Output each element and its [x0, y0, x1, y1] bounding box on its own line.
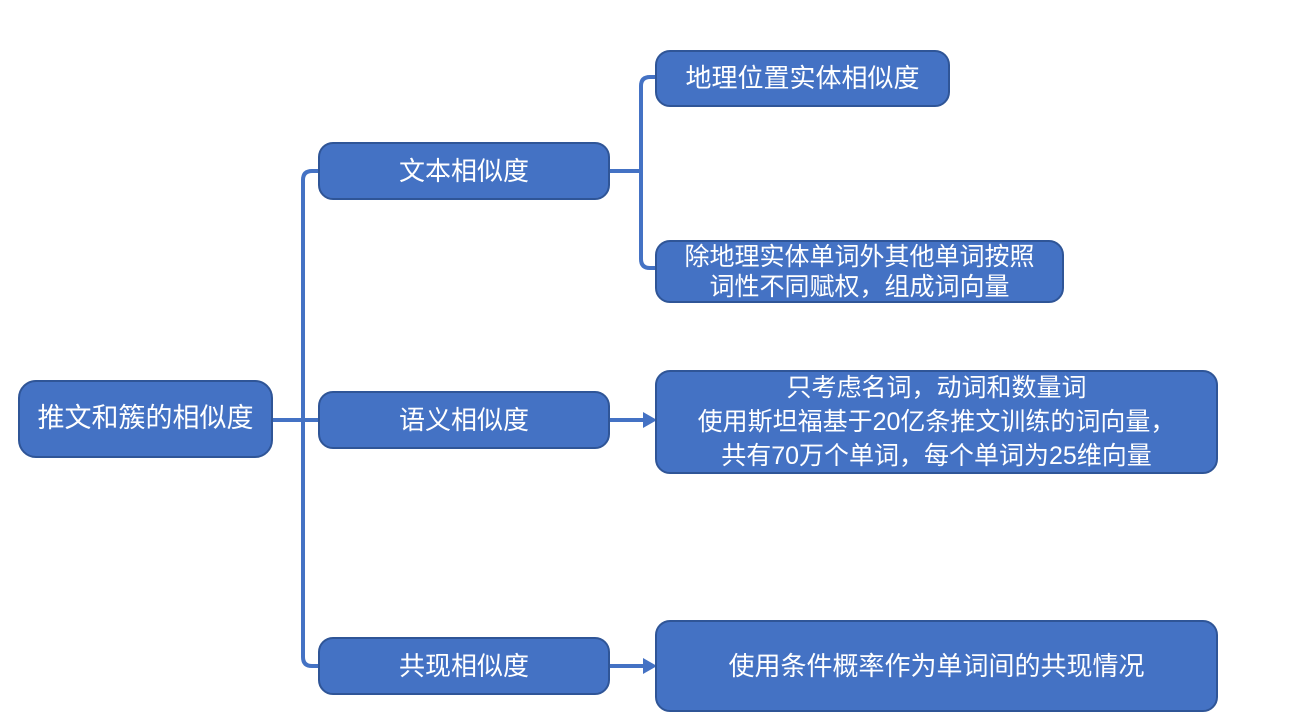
text-similarity-node: 文本相似度 [318, 142, 610, 200]
word-weighting-node: 除地理实体单词外其他单词按照 词性不同赋权，组成词向量 [655, 240, 1064, 303]
connector-right-trunk [639, 75, 656, 270]
conditional-probability-node: 使用条件概率作为单词间的共现情况 [655, 620, 1218, 712]
root-node-label: 推文和簇的相似度 [37, 403, 254, 434]
cooccurrence-arrowhead-icon [643, 658, 657, 674]
semantic-similarity-node: 语义相似度 [318, 391, 610, 449]
semantic-similarity-label: 语义相似度 [398, 404, 529, 435]
word-vectors-line: 使用斯坦福基于20亿条推文训练的词向量， [697, 408, 1176, 436]
geo-entity-similarity-node: 地理位置实体相似度 [655, 50, 950, 107]
conditional-probability-label: 使用条件概率作为单词间的共现情况 [728, 650, 1145, 681]
text-similarity-label: 文本相似度 [398, 155, 529, 186]
root-node: 推文和簇的相似度 [18, 380, 273, 458]
word-vectors-node: 只考虑名词，动词和数量词 使用斯坦福基于20亿条推文训练的词向量， 共有70万个… [655, 370, 1218, 474]
cooccurrence-similarity-label: 共现相似度 [398, 650, 529, 681]
word-weighting-line: 除地理实体单词外其他单词按照 [684, 242, 1035, 271]
semantic-arrowhead-icon [643, 412, 657, 428]
word-weighting-line: 词性不同赋权，组成词向量 [709, 272, 1010, 301]
word-vectors-line: 只考虑名词，动词和数量词 [786, 374, 1087, 402]
cooccurrence-similarity-node: 共现相似度 [318, 637, 610, 695]
connector-left-trunk [301, 169, 318, 668]
word-vectors-line: 共有70万个单词，每个单词为25维向量 [721, 442, 1152, 470]
geo-entity-similarity-label: 地理位置实体相似度 [685, 63, 920, 94]
